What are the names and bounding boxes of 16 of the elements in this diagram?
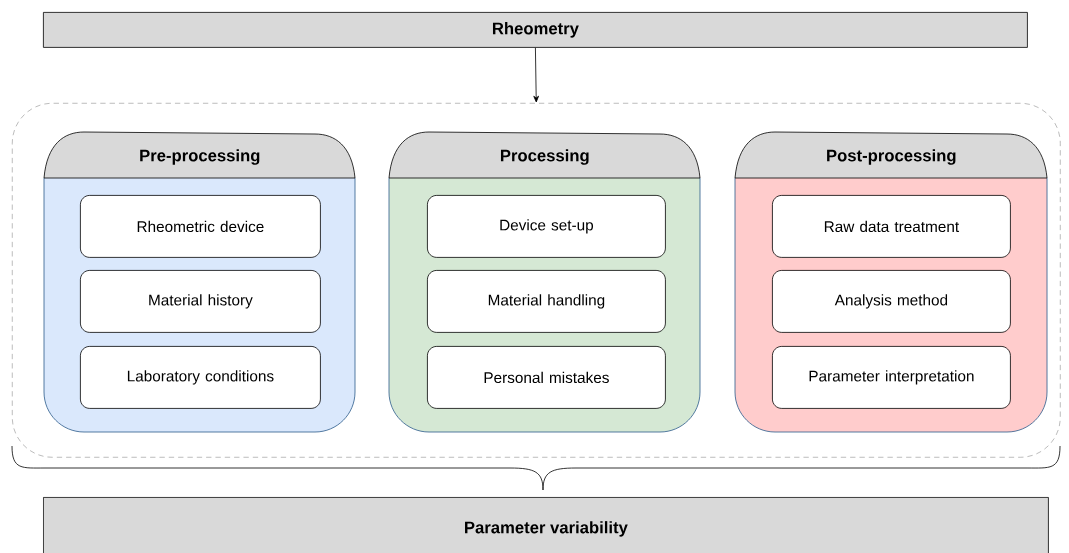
factor-box: Material handling	[427, 270, 666, 333]
factor-box: Rheometric device	[80, 195, 321, 258]
factor-box: Raw data treatment	[772, 195, 1011, 258]
node-label: Processing	[500, 149, 589, 165]
arrow	[533, 47, 539, 103]
factor-box: Analysis method	[772, 270, 1011, 333]
title-bar: Rheometry	[43, 12, 1028, 48]
factor-box: Personal mistakes	[427, 346, 666, 409]
factor-box: Laboratory conditions	[80, 346, 321, 409]
title-bar: Parameter variability	[43, 497, 1049, 553]
factor-box: Device set-up	[427, 195, 666, 258]
factor-box: Material history	[80, 270, 321, 333]
node-label: Pre-processing	[140, 149, 260, 165]
node-label: Post-processing	[827, 149, 956, 165]
factor-box: Parameter interpretation	[772, 346, 1011, 409]
dashed-container	[12, 103, 1061, 458]
